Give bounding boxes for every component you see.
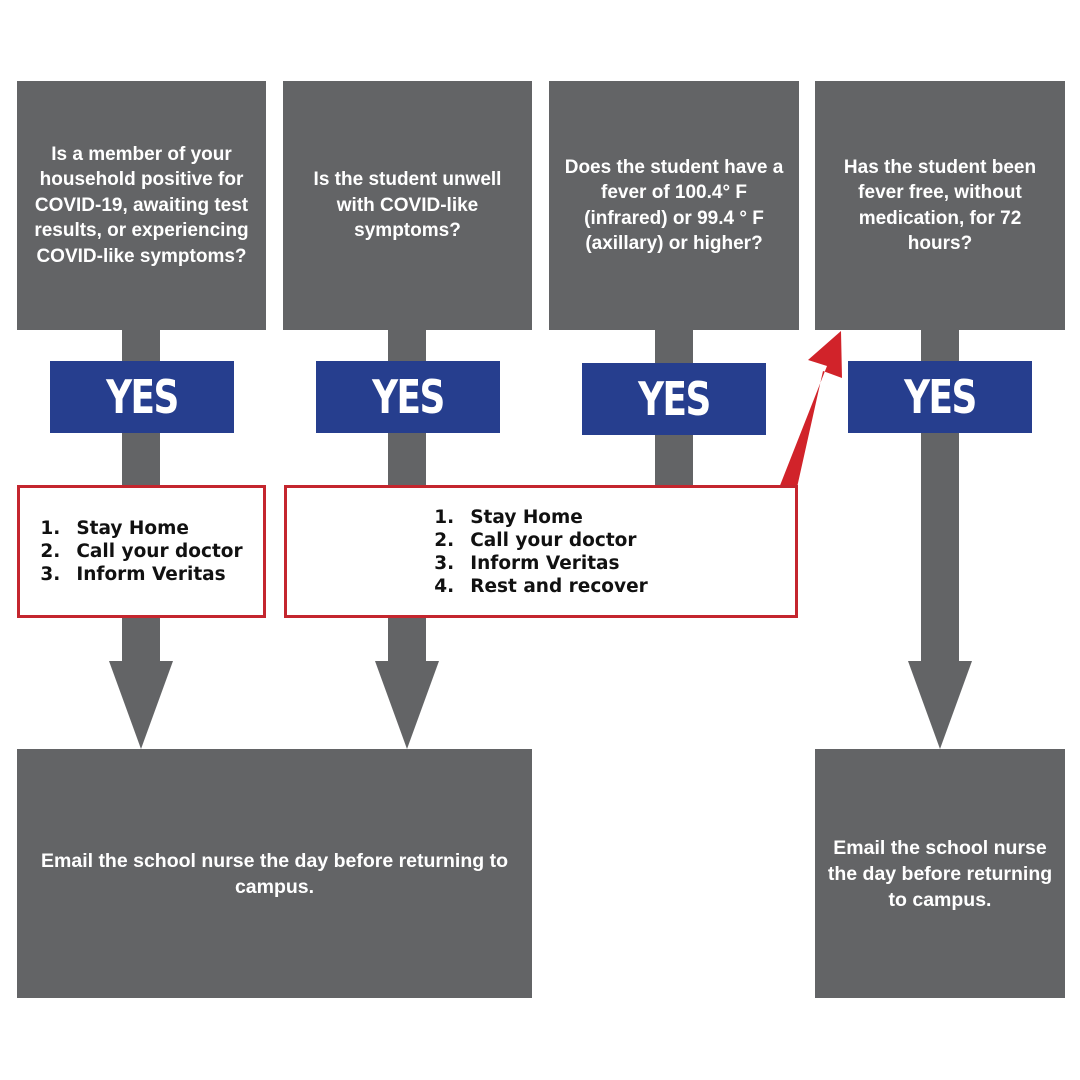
list-item: 3.Inform Veritas [40,564,226,585]
steps-box-short: 1.Stay Home 2.Call your doctor 3.Inform … [17,485,266,618]
question-text-3: Does the student have a fever of 100.4° … [564,156,784,255]
outcome-text-2: Email the school nurse the day before re… [827,836,1053,911]
yes-label-3: YES [582,363,766,435]
yes-text-4: YES [904,370,977,424]
list-item: 1.Stay Home [434,506,583,528]
down-arrowhead-1 [109,661,173,749]
yes-label-4: YES [848,361,1032,433]
list-item: 2.Call your doctor [434,529,637,551]
question-box-1: Is a member of your household positive f… [17,81,266,330]
steps-list-long: 1.Stay Home 2.Call your doctor 3.Inform … [434,506,648,598]
question-text-2: Is the student unwell with COVID-like sy… [313,169,502,242]
yes-label-2: YES [316,361,500,433]
down-arrowhead-2 [375,661,439,749]
list-item: 3.Inform Veritas [434,552,620,574]
question-text-4: Has the student been fever free, without… [843,156,1037,255]
red-diagonal-arrow [779,331,842,492]
steps-box-long: 1.Stay Home 2.Call your doctor 3.Inform … [284,485,798,618]
outcome-box-2: Email the school nurse the day before re… [815,749,1065,998]
outcome-box-1: Email the school nurse the day before re… [17,749,532,998]
yes-text-3: YES [638,372,711,426]
outcome-text-1: Email the school nurse the day before re… [41,849,508,898]
question-box-3: Does the student have a fever of 100.4° … [549,81,799,330]
question-text-1: Is a member of your household positive f… [34,143,249,267]
question-box-2: Is the student unwell with COVID-like sy… [283,81,532,330]
steps-list-short: 1.Stay Home 2.Call your doctor 3.Inform … [40,517,242,586]
yes-text-2: YES [372,370,445,424]
down-arrowhead-4 [908,661,972,749]
question-box-4: Has the student been fever free, without… [815,81,1065,330]
yes-text-1: YES [106,370,179,424]
list-item: 2.Call your doctor [40,541,243,562]
list-item: 4.Rest and recover [434,575,648,597]
list-item: 1.Stay Home [40,518,189,539]
yes-label-1: YES [50,361,234,433]
